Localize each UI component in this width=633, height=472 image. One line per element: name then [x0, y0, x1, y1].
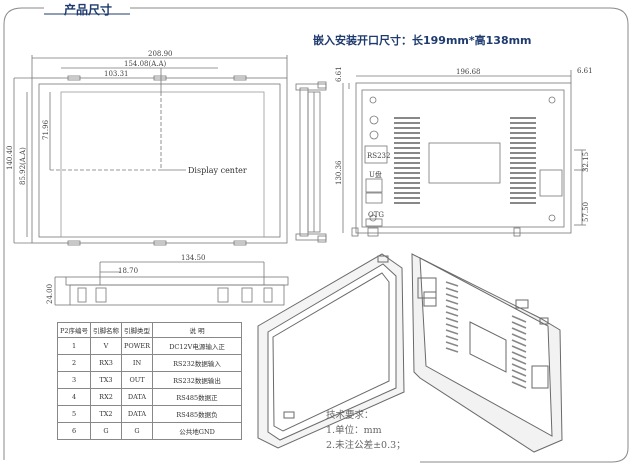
iso-front-screen	[267, 263, 397, 441]
label-rs232: RS232	[367, 152, 390, 160]
notes-line-unit: 1.单位：mm	[326, 425, 382, 436]
pin-cell: 1	[56, 337, 92, 355]
pin-cell: DATA	[121, 405, 154, 423]
pin-cell: POWER	[121, 337, 154, 355]
pin-row: 2 RX3 IN RS232数据输入	[56, 354, 243, 372]
back-dim-offset-left: 6.61	[335, 66, 343, 82]
pin-header-desc: 说 明	[152, 322, 243, 338]
front-display-area	[60, 91, 265, 238]
pin-row: 4 RX2 DATA RS485数据正	[56, 388, 243, 406]
pin-table-header: P2序编号 引脚名称 引脚类型 说 明	[56, 322, 243, 338]
pin-cell: RS232数据输入	[152, 354, 243, 372]
pin-cell: V	[90, 337, 123, 355]
back-lcd-window	[428, 142, 501, 184]
notes-heading: 技术要求：	[326, 410, 374, 421]
side-outline	[299, 87, 309, 237]
pin-cell: 5	[56, 405, 92, 423]
pin-table: P2序编号 引脚名称 引脚类型 说 明 1 V POWER DC12V电源输入正…	[56, 322, 243, 440]
pin-header-type: 引脚类型	[121, 322, 154, 338]
side-view	[295, 81, 327, 243]
pin-header-number: P2序编号	[56, 322, 92, 338]
bottom-dim-height: 24.00	[46, 284, 54, 304]
front-bezel	[38, 83, 281, 238]
bottom-outline	[65, 276, 289, 286]
pin-row: 5 TX2 DATA RS485数据负	[56, 405, 243, 423]
back-dim-width: 196.68	[456, 68, 481, 76]
pin-cell: TX2	[90, 405, 123, 423]
rs232-port	[364, 145, 388, 164]
pin-cell: RX3	[90, 354, 123, 372]
notes-line-tolerance: 2.未注公差±0.3；	[326, 440, 406, 451]
iso-back-vents	[445, 281, 527, 389]
pin-header-name: 引脚名称	[90, 322, 123, 338]
back-vent-left	[394, 117, 420, 204]
bottom-dim-offset: 18.70	[118, 267, 138, 275]
pin-cell: 4	[56, 388, 92, 406]
pin-cell: 3	[56, 371, 92, 389]
iso-front-view	[257, 253, 405, 449]
frame-border-right	[130, 7, 629, 463]
back-outline	[355, 82, 572, 234]
pin-cell: RS485数据负	[152, 405, 243, 423]
label-otg: OTG	[368, 211, 384, 219]
iso-back-view	[411, 253, 563, 453]
bottom-view	[54, 261, 289, 306]
pin-cell: IN	[121, 354, 154, 372]
pin-cell: TX3	[90, 371, 123, 389]
technical-notes: 技术要求： 1.单位：mm 2.未注公差±0.3；	[326, 408, 406, 453]
pin-row: 1 V POWER DC12V电源输入正	[56, 337, 243, 355]
front-view	[13, 55, 288, 246]
pin-cell: G	[90, 422, 123, 440]
front-outline	[31, 77, 288, 244]
front-dim-half-height: 71.96	[42, 119, 50, 140]
pin-cell: 公共地GND	[152, 422, 243, 440]
udisk-port	[365, 178, 383, 193]
iso-back-lcd-window	[469, 321, 507, 373]
pin-cell: OUT	[121, 371, 154, 389]
back-dim-right-b: 57.50	[582, 202, 590, 222]
page-title: 产品尺寸	[64, 3, 113, 17]
pin-cell: 2	[56, 354, 92, 372]
pin-row: 6 G G 公共地GND	[56, 422, 243, 440]
otg-port	[365, 218, 383, 227]
front-dim-half-width: 103.31	[104, 70, 129, 78]
cutout-spec: 嵌入安装开口尺寸：长199mm*高138mm	[313, 34, 532, 47]
pin-cell: 6	[56, 422, 92, 440]
front-dim-overall-height: 140.40	[6, 146, 14, 171]
pin-cell: DC12V电源输入正	[152, 337, 243, 355]
pin-row: 3 TX3 OUT RS232数据输出	[56, 371, 243, 389]
pin-cell: DATA	[121, 388, 154, 406]
back-dim-offset-right: 6.61	[577, 67, 593, 75]
front-dim-aa-height: 85.92(A.A)	[19, 147, 27, 185]
front-dim-aa-width: 154.08(A.A)	[124, 60, 167, 68]
back-dim-right-a: 32.15	[582, 152, 590, 172]
pin-cell: RS485数据正	[152, 388, 243, 406]
label-udisk: U盘	[369, 170, 382, 179]
back-dim-height: 130.36	[335, 160, 343, 185]
pin-cell: RS232数据输出	[152, 371, 243, 389]
back-vent-right	[510, 117, 536, 204]
display-center-label: Display center	[188, 166, 247, 175]
frame-border	[3, 7, 44, 460]
back-view	[342, 70, 586, 237]
pin-cell: RX2	[90, 388, 123, 406]
terminal-block	[539, 169, 563, 197]
front-dim-overall-width: 208.90	[148, 50, 173, 58]
bottom-dim-width: 134.50	[181, 254, 206, 262]
pin-cell: G	[121, 422, 154, 440]
